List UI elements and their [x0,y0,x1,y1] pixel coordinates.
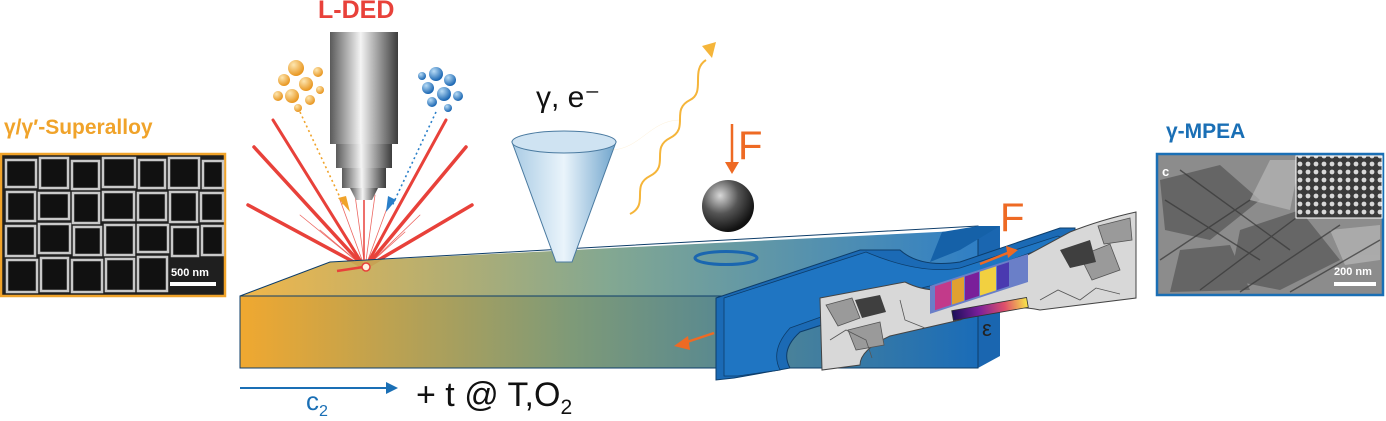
indent-force-label: F [738,124,763,168]
superalloy-micrograph [0,152,227,298]
conditions-label: + t @ T,O2 [416,376,573,419]
inset-corner-label: c [1162,164,1170,179]
process-title: L-DED [318,0,395,24]
scale-bar-label-left: 500 nm [171,267,209,279]
composition-label: c2 [306,386,328,421]
laser-rays [246,118,474,270]
powder-orange-icon [273,60,350,212]
powder-blue-icon [386,67,463,212]
probe-label: γ, e⁻ [536,81,601,114]
mpea-title: γ-MPEA [1166,120,1246,143]
scale-bar-label-right: 200 nm [1334,266,1372,278]
mpea-micrograph [1155,152,1385,297]
strain-colorbar [951,297,1029,321]
probe-cone-icon [511,130,617,263]
superalloy-title: γ/γ′-Superalloy [4,116,153,139]
tensile-arrows [674,246,1018,350]
indenter-ball-icon [702,124,754,232]
composition-arrow [240,382,398,394]
tensile-force-label: F [1000,196,1025,240]
tensile-specimen [819,211,1137,371]
photon-wave-icon [609,42,716,215]
strain-label: ε [982,316,992,341]
nozzle-icon [330,32,398,260]
